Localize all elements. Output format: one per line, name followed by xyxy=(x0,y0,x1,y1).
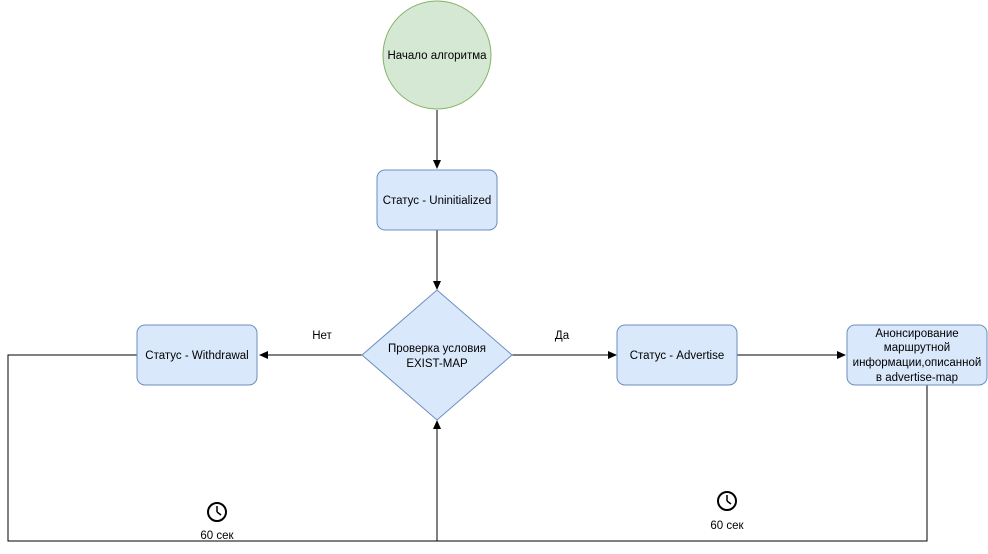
start-node: Начало алгоритма xyxy=(382,0,492,110)
timer-right: 60 сек xyxy=(710,491,745,532)
status-uninitialized-node: Статус - Uninitialized xyxy=(376,169,498,231)
edge-label-no: Нет xyxy=(312,330,332,342)
check-label-line-2: EXIST-MAP xyxy=(406,358,468,370)
timer-left-label: 60 сек xyxy=(200,530,234,542)
clock-icon xyxy=(717,491,737,511)
clock-icon xyxy=(207,502,227,522)
status-advertise-node: Статус - Advertise xyxy=(616,324,738,386)
announce-label-line-2: маршрутной xyxy=(884,342,950,354)
status-advertise-label: Статус - Advertise xyxy=(630,350,725,362)
status-withdrawal-node: Статус - Withdrawal xyxy=(136,324,258,386)
status-withdrawal-label: Статус - Withdrawal xyxy=(145,350,248,362)
status-uninitialized-label: Статус - Uninitialized xyxy=(383,195,492,207)
announce-routing-node: Анонсирование маршрутной информации,опис… xyxy=(846,324,988,386)
start-node-label: Начало алгоритма xyxy=(387,50,487,62)
announce-label-line-3: информации,описанной xyxy=(853,357,982,369)
announce-label-line-4: в advertise-map xyxy=(876,372,958,384)
check-label-line-1: Проверка условия xyxy=(388,343,486,355)
timer-left: 60 сек xyxy=(200,502,235,542)
edges xyxy=(7,110,928,542)
edge-announce-loop xyxy=(437,385,928,542)
check-exist-map-node: Проверка условия EXIST-MAP xyxy=(361,289,513,421)
edge-label-yes: Да xyxy=(555,330,570,342)
announce-label-line-1: Анонсирование xyxy=(875,328,958,340)
edge-withdrawal-loop xyxy=(7,354,441,542)
timer-right-label: 60 сек xyxy=(710,520,744,532)
